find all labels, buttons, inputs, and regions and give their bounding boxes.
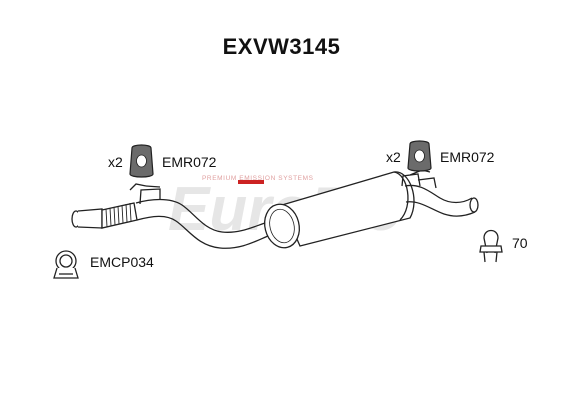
pipe-clamp-icon: [53, 250, 79, 279]
part-number-title: EXVW3145: [222, 34, 341, 59]
watermark-tagline: PREMIUM EMISSION SYSTEMS: [202, 175, 314, 182]
u-bolt-clamp-part: 70: [479, 229, 528, 263]
hanger-rod-left: [129, 183, 147, 191]
hanger-bracket-left: [139, 188, 161, 205]
front-pipe: [71, 183, 269, 249]
rubber-mount-left: x2 EMR072: [108, 144, 217, 178]
part-code: 70: [512, 235, 528, 251]
part-code: EMR072: [440, 149, 495, 165]
pipe-clamp-part: EMCP034: [53, 250, 154, 279]
tailpipe: [404, 184, 473, 204]
silencer-front-end: [264, 203, 300, 249]
part-qty: x2: [386, 149, 401, 165]
u-bolt-clamp-icon: [479, 229, 503, 263]
silencer-box: [264, 169, 479, 249]
rubber-mount-right: x2 EMR072: [386, 140, 495, 172]
part-code: EMR072: [162, 154, 217, 170]
tailpipe-outlet: [469, 197, 479, 213]
inlet-collar: [77, 208, 103, 229]
watermark-accent-bar: [238, 180, 264, 184]
part-qty: x2: [108, 154, 123, 170]
part-code: EMCP034: [90, 254, 154, 270]
